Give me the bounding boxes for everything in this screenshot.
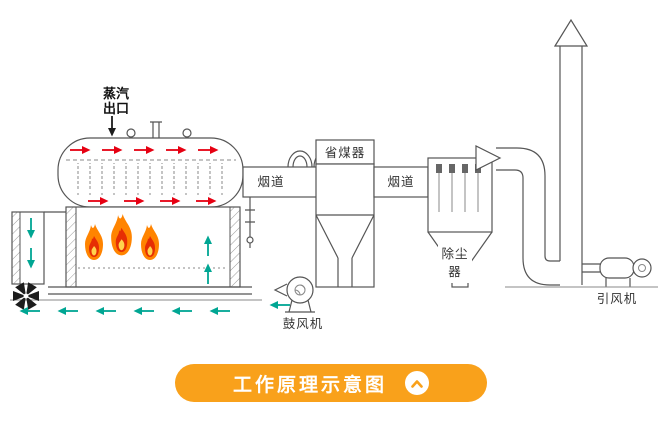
caption-banner[interactable]: 工作原理示意图: [175, 364, 487, 402]
filter-tubes: [438, 173, 479, 212]
fan-connector: [582, 263, 600, 273]
air-arrow-icon: [95, 307, 116, 315]
diagram-canvas: 蒸汽 出口: [10, 18, 658, 331]
drum-tube-bundle: [72, 163, 230, 195]
steam-outlet-text-line1: 蒸汽: [103, 86, 129, 102]
steam-outlet-text-line2: 出口: [103, 101, 129, 117]
drum-valve-right: [182, 128, 192, 138]
air-duct-wall: [11, 211, 21, 285]
flue-duct-left-body: [242, 166, 319, 198]
dust-collector: 除尘 器: [427, 145, 502, 288]
economizer: 省煤器: [287, 139, 375, 288]
furnace-wall-right: [229, 206, 241, 288]
label-backing: [438, 243, 472, 283]
induced-draft-fan-label: 引风机: [597, 291, 638, 306]
economizer-coil: [287, 150, 313, 168]
furnace-wall-left: [65, 206, 77, 288]
air-flow-arrows-bottom: [19, 307, 230, 315]
blower-stand: [285, 299, 315, 313]
flue-duct-right-label: 烟道: [387, 174, 414, 189]
flue-duct-right: 烟道: [373, 166, 429, 198]
fan-wheel-icon: [632, 258, 652, 278]
pipe-outer-wall: [496, 147, 546, 256]
flue-duct-right-body: [373, 166, 429, 198]
chimney: [553, 18, 589, 285]
induced-draft-fan: 引风机: [505, 257, 658, 306]
blower-inlet: [273, 283, 288, 297]
pipe-inner-wall: [544, 255, 560, 262]
economizer-body: [315, 163, 375, 288]
economizer-coil: [292, 155, 308, 168]
pipe-inner-wall: [496, 169, 524, 250]
blower-fan-icon: [286, 276, 314, 304]
blower-label: 鼓风机: [283, 316, 324, 331]
drum-valve-left: [126, 128, 136, 138]
drum-top-pipe: [150, 121, 162, 138]
boiler-base: [10, 286, 262, 301]
blower-blades: [294, 284, 306, 296]
air-fan-icon: [13, 282, 39, 310]
boiler-schematic-diagram: 蒸汽 出口: [10, 18, 658, 331]
chevron-up-button[interactable]: [405, 371, 429, 395]
caption-title: 工作原理示意图: [232, 373, 387, 396]
left-air-duct: [11, 211, 66, 310]
air-arrow-icon: [269, 301, 290, 309]
air-arrow-icon: [209, 307, 230, 315]
steam-outlet-label: 蒸汽 出口: [103, 86, 129, 137]
air-arrow-icon: [57, 307, 78, 315]
fan-legs: [605, 278, 631, 287]
fan-hub: [638, 264, 646, 272]
air-arrow-icon: [171, 307, 192, 315]
chimney-arrow-icon: [553, 18, 589, 47]
economizer-hopper: [315, 214, 375, 287]
flue-duct-left: 烟道: [242, 166, 319, 198]
pipe-outer-wall: [522, 250, 560, 286]
fan-motor-body: [599, 257, 635, 279]
dust-collector-label-line2: 器: [448, 264, 462, 279]
steam-outlet-arrow-icon: [108, 116, 116, 137]
air-arrow-icon: [133, 307, 154, 315]
economizer-label: 省煤器: [325, 145, 366, 160]
chevron-up-icon: [411, 379, 423, 388]
filter-bag: [462, 164, 468, 173]
economizer-header: [315, 139, 375, 165]
cyclone-outlet-icon: [475, 145, 502, 171]
dust-collector-label-line1: 除尘: [441, 246, 468, 261]
filter-bag: [436, 164, 442, 173]
blower: 鼓风机: [269, 276, 324, 331]
flue-pipe-elbow: [496, 147, 560, 286]
filter-bag: [449, 164, 455, 173]
flue-duct-left-label: 烟道: [257, 174, 284, 189]
downcomer-valve: [246, 236, 254, 244]
furnace: [65, 206, 241, 288]
